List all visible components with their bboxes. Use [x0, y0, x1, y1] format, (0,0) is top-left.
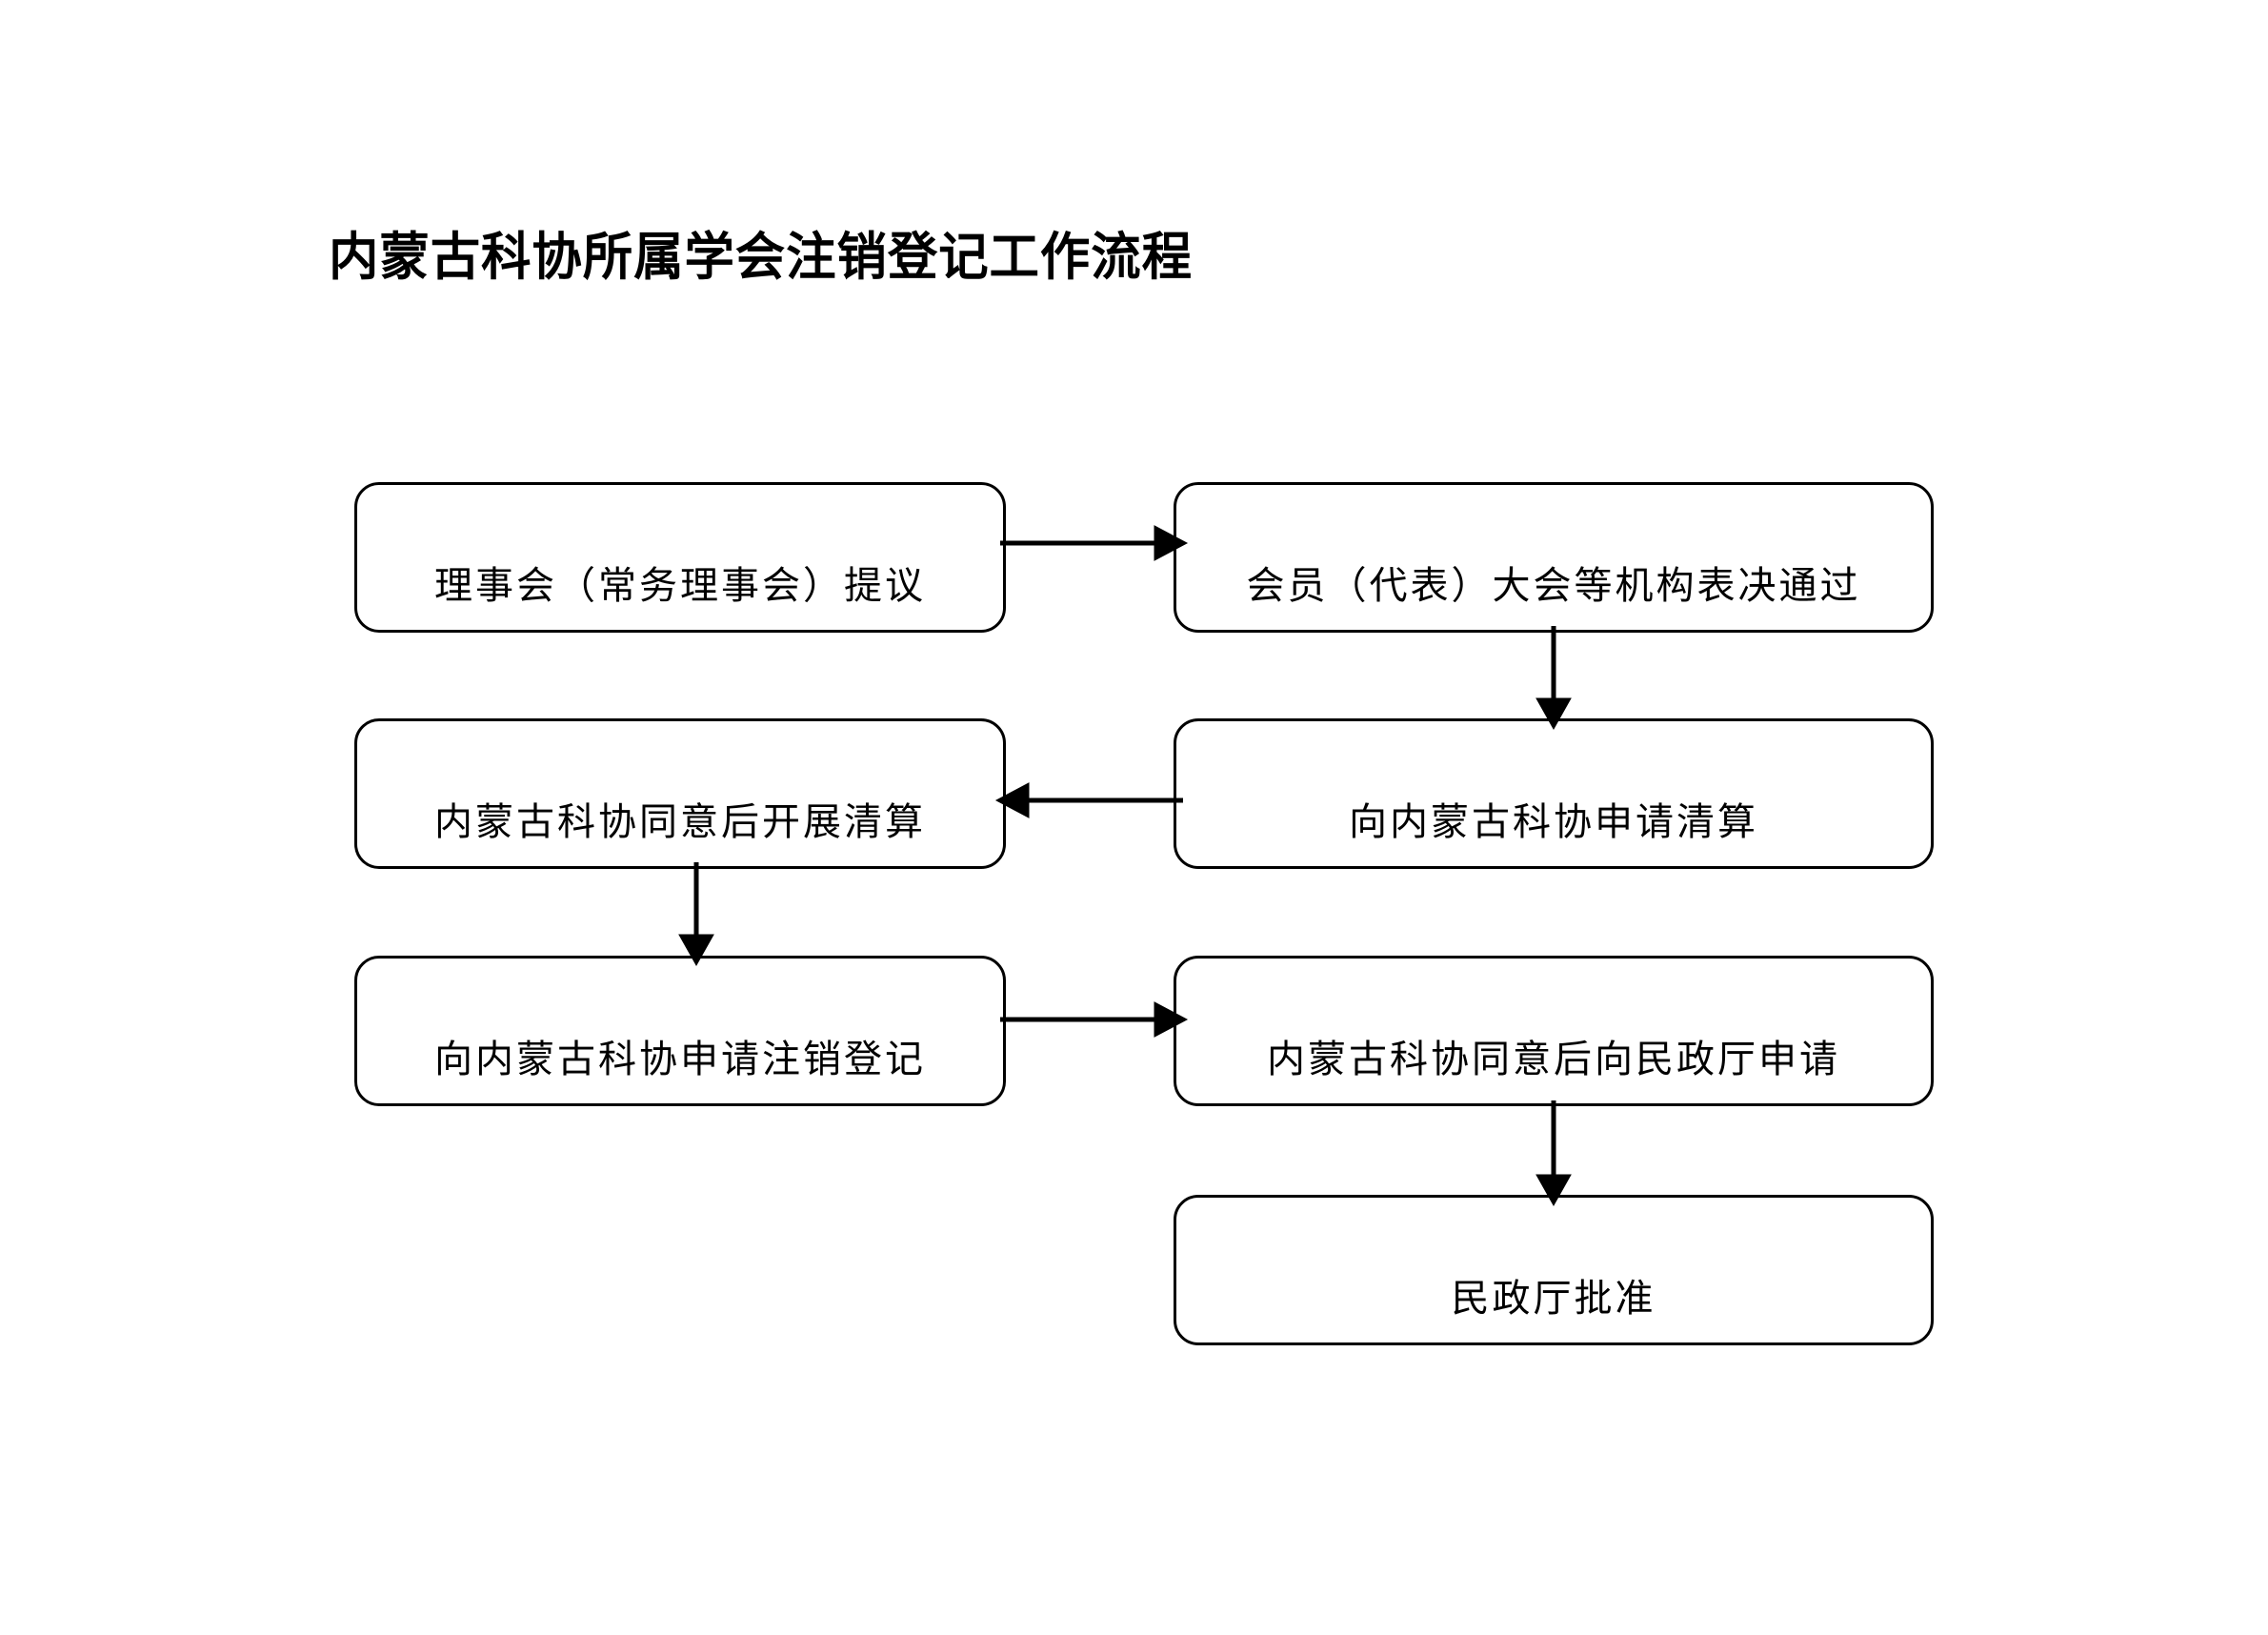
flow-node-label: 会员（代表）大会等机构表决通过	[1246, 564, 1861, 608]
flow-node-civil-affairs-approval[interactable]: 民政厅批准	[1174, 1195, 1934, 1345]
flow-node-label: 民政厅批准	[1451, 1277, 1656, 1321]
arrow-node2-to-node4	[1535, 626, 1572, 731]
flow-node-liquidation-apply[interactable]: 向内蒙古科协申请清算	[1174, 718, 1934, 869]
flow-node-proposal[interactable]: 理事会（常务理事会）提议	[354, 482, 1006, 633]
page-title: 内蒙古科协所属学会注销登记工作流程	[329, 227, 1193, 287]
arrow-node4-to-node3	[994, 782, 1183, 818]
arrow-node3-to-node5	[678, 862, 714, 967]
arrow-node5-to-node6	[1000, 1001, 1189, 1038]
flow-node-label: 向内蒙古科协申请清算	[1349, 800, 1758, 844]
flow-node-label: 内蒙古科协同意后向民政厅申请	[1267, 1038, 1840, 1081]
flow-node-label: 向内蒙古科协申请注销登记	[434, 1038, 926, 1081]
flow-node-label: 内蒙古科协同意后开展清算	[434, 800, 926, 844]
flow-node-liquidation-start[interactable]: 内蒙古科协同意后开展清算	[354, 718, 1006, 869]
flow-node-assembly-vote[interactable]: 会员（代表）大会等机构表决通过	[1174, 482, 1934, 633]
flow-node-label: 理事会（常务理事会）提议	[434, 564, 926, 608]
flow-node-civil-affairs-apply[interactable]: 内蒙古科协同意后向民政厅申请	[1174, 956, 1934, 1106]
arrow-node1-to-node2	[1000, 525, 1189, 561]
flow-node-deregistration-apply[interactable]: 向内蒙古科协申请注销登记	[354, 956, 1006, 1106]
arrow-node6-to-node7	[1535, 1100, 1572, 1207]
